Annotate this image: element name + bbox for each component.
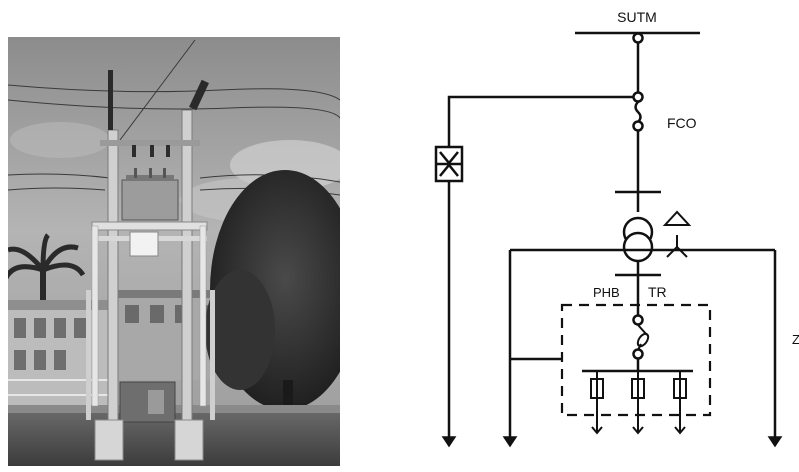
breaker-switch-icon xyxy=(636,324,650,351)
label-meter-right: TR xyxy=(648,284,667,300)
fuse-lower-node xyxy=(632,120,644,132)
bus-node xyxy=(632,32,644,44)
wye-connection-icon xyxy=(662,210,692,258)
arrester-branch-line xyxy=(447,95,633,437)
breaker-lower-node xyxy=(632,348,644,360)
single-line-diagram xyxy=(434,31,783,448)
building-left xyxy=(8,300,108,410)
substation-photo xyxy=(8,37,340,466)
label-edge-cut: Z xyxy=(792,332,799,347)
surge-arrester-icon xyxy=(434,145,464,183)
label-meter-left: PHB xyxy=(593,285,620,300)
ground-icon-middle xyxy=(502,436,518,448)
substation-structure xyxy=(86,70,215,461)
outgoing-fuse-2 xyxy=(631,371,645,435)
ground-icon-left xyxy=(441,436,457,448)
overhead-wires xyxy=(8,39,340,196)
outgoing-fuse-1 xyxy=(590,371,604,435)
label-bus: SUTM xyxy=(617,9,657,25)
breaker-upper-node xyxy=(632,314,644,326)
ground-icon-right xyxy=(767,436,783,448)
outgoing-fuse-3 xyxy=(673,371,687,435)
junction-node xyxy=(632,91,644,103)
transformer-icon xyxy=(622,216,654,263)
label-fuse: FCO xyxy=(667,115,697,131)
fuse-cutout-icon xyxy=(634,101,642,123)
